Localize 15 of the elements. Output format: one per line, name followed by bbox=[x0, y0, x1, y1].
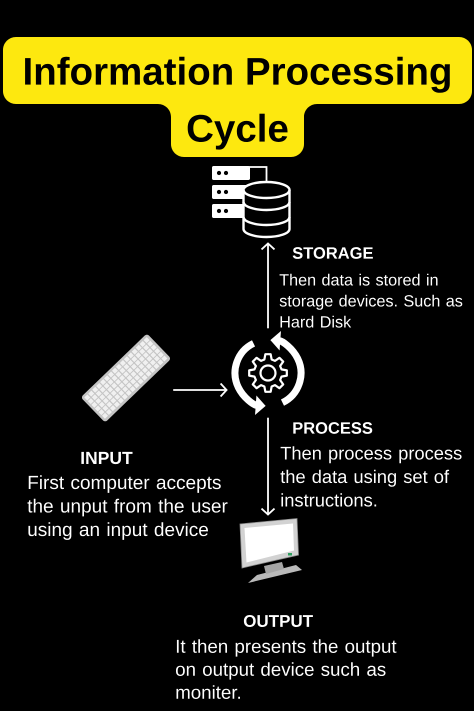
arrow bbox=[173, 382, 228, 398]
arrow bbox=[260, 242, 276, 328]
title-banner: Information Processing Cycle bbox=[3, 37, 472, 157]
heading: INPUT bbox=[81, 452, 133, 464]
keyboard-icon bbox=[84, 337, 168, 419]
description: Then data is stored in storage devices. Such as Hard Disk bbox=[280, 274, 462, 328]
heading: PROCESS bbox=[293, 422, 372, 434]
description: First computer accepts the unput from the user using an input device bbox=[27, 475, 228, 540]
heading: STORAGE bbox=[292, 247, 373, 259]
arrow bbox=[260, 418, 276, 516]
description: It then presents the output on output device such as moniter. bbox=[176, 639, 396, 699]
database-icon bbox=[212, 166, 291, 238]
heading: OUTPUT bbox=[244, 614, 313, 628]
description: Then process process the data using set of instructions. bbox=[280, 446, 462, 507]
monitor-icon bbox=[240, 518, 302, 583]
